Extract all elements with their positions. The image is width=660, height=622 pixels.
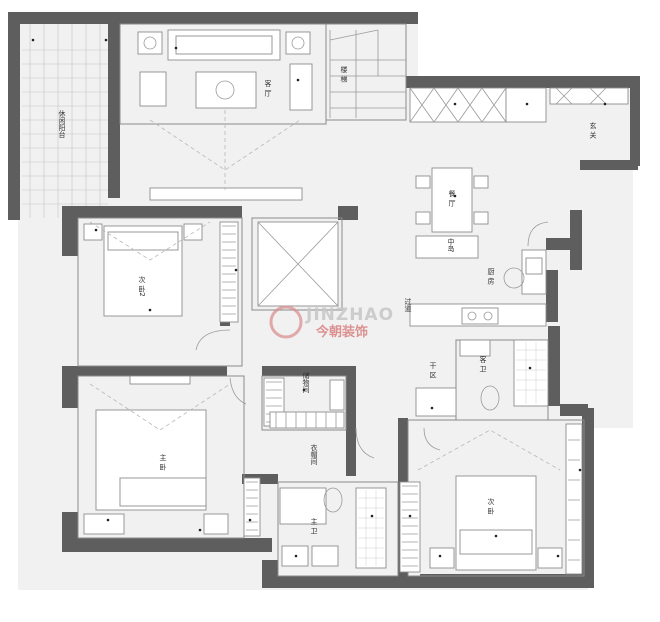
label-dining-room: 餐 厅 xyxy=(448,189,456,206)
label-island: 中岛 xyxy=(447,237,455,253)
entrance-cabinets xyxy=(409,87,629,123)
watermark-brand-cn: 今朝装饰 xyxy=(315,324,368,340)
floor-area xyxy=(18,20,633,590)
dining-set xyxy=(415,167,489,259)
master-bath-tiles xyxy=(358,490,384,566)
watermark-logo-icon xyxy=(269,305,303,339)
bedroom-furniture xyxy=(417,423,583,575)
balcony-tiles xyxy=(22,24,108,218)
label-dry-area: 干 区 xyxy=(429,362,437,378)
label-storage-room: 储物间 xyxy=(302,371,310,394)
guest-bath-tiles xyxy=(516,342,546,404)
label-entrance: 玄 关 xyxy=(589,121,597,139)
label-living-room: 客 厅 xyxy=(264,79,272,96)
kitchen-counter xyxy=(409,249,547,327)
label-leisure-balcony: 休闲阳台 xyxy=(58,109,66,139)
label-kitchen: 厨 房 xyxy=(487,268,495,285)
label-corridor: 过道 xyxy=(404,297,412,313)
master-bath-fixtures xyxy=(279,481,421,573)
doors xyxy=(195,221,549,459)
living-room-furniture xyxy=(137,29,313,201)
label-master-bath: 主 卫 xyxy=(310,517,318,534)
master-bedroom-furniture xyxy=(83,375,261,537)
bedroom-2-furniture xyxy=(83,221,239,323)
watermark-brand-en: JINZHAO xyxy=(305,305,394,325)
label-second-bedroom: 次 卧 xyxy=(487,497,495,515)
closet-shelving xyxy=(263,377,345,429)
watermark: JINZHAO 今朝装饰 xyxy=(269,305,394,340)
room-labels: 客 厅 休闲阳台 楼 梯 玄 关 餐 厅 中岛 厨 房 次 卧2 过道 干 区 … xyxy=(58,65,597,534)
fixture-dots xyxy=(31,38,607,558)
label-stairs: 楼 梯 xyxy=(340,65,348,83)
guest-bath-fixtures xyxy=(415,339,549,417)
living-room-ceiling-lines xyxy=(149,110,301,190)
elevator-shaft xyxy=(257,221,339,307)
label-guest-bath: 客 卫 xyxy=(479,355,487,372)
label-walk-in-closet: 衣帽间 xyxy=(310,443,318,466)
staircase xyxy=(329,29,406,118)
label-master-bedroom: 主 卧 xyxy=(159,453,167,471)
label-second-bedroom-2: 次 卧2 xyxy=(138,275,146,297)
